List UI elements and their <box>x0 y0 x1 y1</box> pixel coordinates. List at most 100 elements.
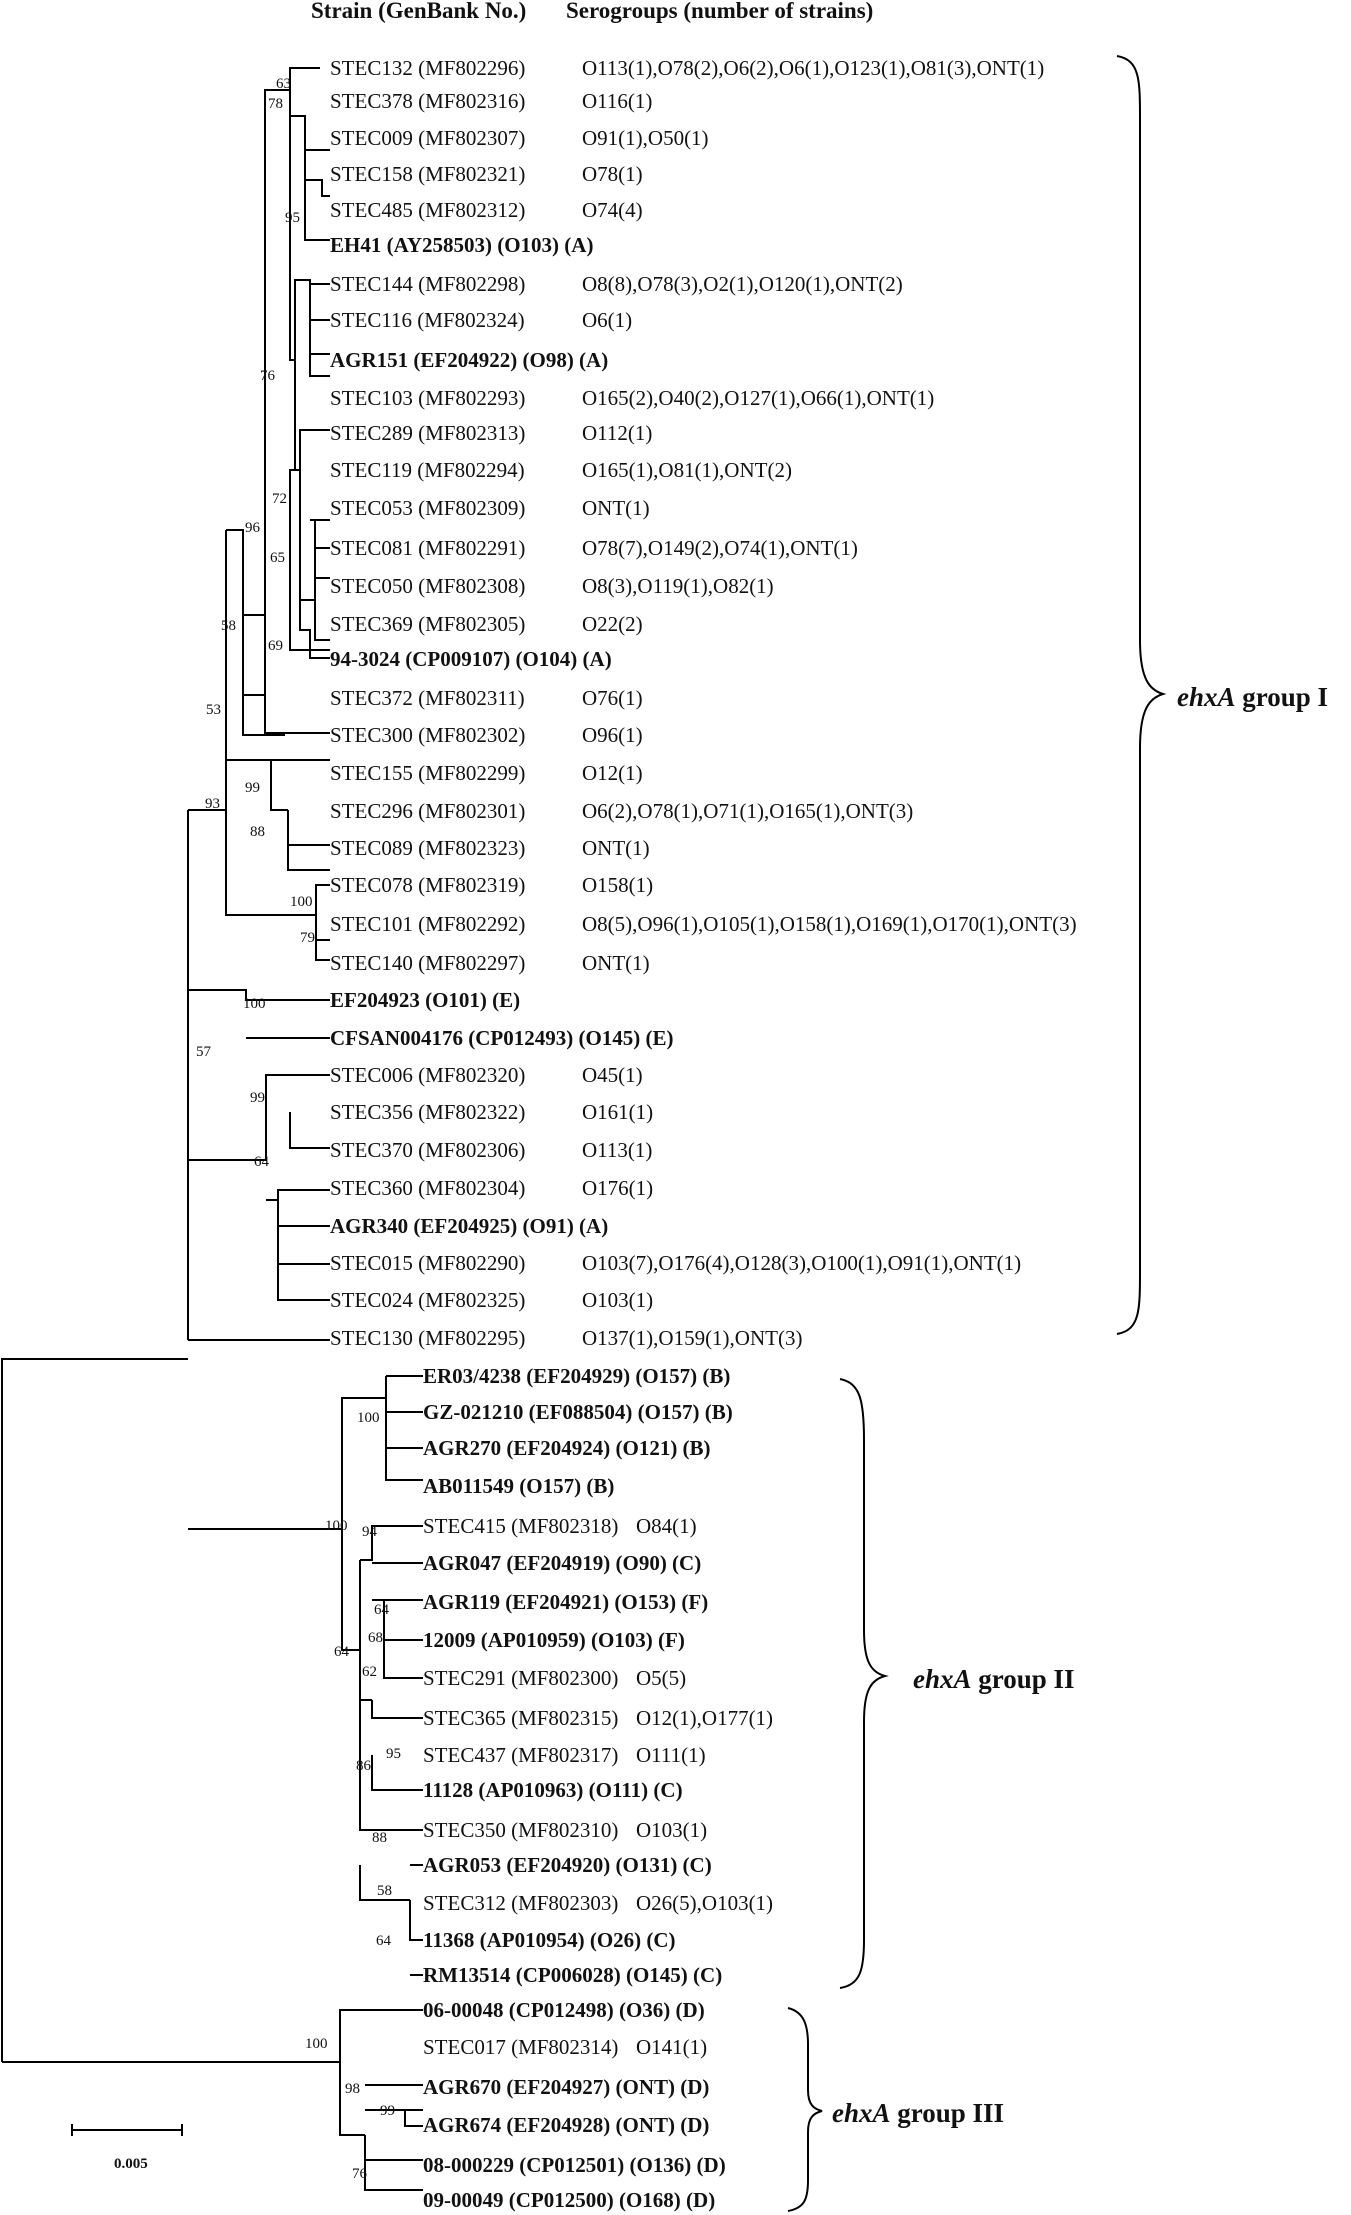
bootstrap-values: 6378957672966569585399938810079100579964… <box>196 76 401 2182</box>
leaf-labels: STEC132 (MF802296) O113(1),O78(2),O6(2),O… <box>330 56 1077 2212</box>
leaf-strain: STEC081 (MF802291) <box>330 536 525 560</box>
leaf-strain: EF204923 (O101) (E) <box>330 988 520 1012</box>
leaf-strain: STEC415 (MF802318) <box>423 1514 618 1538</box>
leaf-strain: STEC132 (MF802296) <box>330 56 525 80</box>
leaf-strain: AGR053 (EF204920) (O131) (C) <box>423 1853 712 1877</box>
leaf-serogroups: O176(1) <box>582 1176 653 1200</box>
leaf-serogroups: O111(1) <box>636 1743 706 1767</box>
bootstrap-value: 99 <box>380 2103 395 2119</box>
leaf-strain: STEC101 (MF802292) <box>330 912 525 936</box>
bootstrap-value: 58 <box>221 618 236 634</box>
bootstrap-value: 99 <box>245 780 260 796</box>
leaf-serogroups: O76(1) <box>582 686 643 710</box>
bootstrap-value: 64 <box>254 1154 270 1170</box>
bootstrap-value: 63 <box>276 76 291 92</box>
leaf-strain: STEC009 (MF802307) <box>330 126 525 150</box>
bootstrap-value: 93 <box>205 796 220 812</box>
leaf-serogroups: O8(5),O96(1),O105(1),O158(1),O169(1),O17… <box>582 912 1077 936</box>
leaf-serogroups: O116(1) <box>582 89 652 113</box>
leaf-serogroups: O165(2),O40(2),O127(1),O66(1),ONT(1) <box>582 386 934 410</box>
bootstrap-value: 100 <box>290 894 313 910</box>
bootstrap-value: 53 <box>206 702 221 718</box>
scale-label: 0.005 <box>114 2156 148 2172</box>
leaf-serogroups: O78(1) <box>582 162 643 186</box>
leaf-serogroups: O8(8),O78(3),O2(1),O120(1),ONT(2) <box>582 272 903 296</box>
leaf-serogroups: O45(1) <box>582 1063 643 1087</box>
group-i-brace <box>1116 55 1167 1335</box>
group-ii-brace <box>839 1378 889 1989</box>
leaf-strain: STEC144 (MF802298) <box>330 272 525 296</box>
leaf-serogroups: O8(3),O119(1),O82(1) <box>582 574 774 598</box>
leaf-strain: STEC356 (MF802322) <box>330 1100 525 1124</box>
leaf-strain: STEC300 (MF802302) <box>330 723 525 747</box>
leaf-strain: STEC369 (MF802305) <box>330 612 525 636</box>
leaf-serogroups: O103(7),O176(4),O128(3),O100(1),O91(1),O… <box>582 1251 1021 1275</box>
leaf-serogroups: O26(5),O103(1) <box>636 1891 773 1915</box>
leaf-serogroups: O113(1),O78(2),O6(2),O6(1),O123(1),O81(3… <box>582 56 1044 80</box>
leaf-serogroups: O78(7),O149(2),O74(1),ONT(1) <box>582 536 858 560</box>
leaf-strain: STEC015 (MF802290) <box>330 1251 525 1275</box>
leaf-strain: GZ-021210 (EF088504) (O157) (B) <box>423 1400 733 1424</box>
leaf-strain: STEC350 (MF802310) <box>423 1818 618 1842</box>
leaf-strain: STEC017 (MF802314) <box>423 2035 618 2059</box>
leaf-serogroups: O12(1),O177(1) <box>636 1706 773 1730</box>
leaf-strain: STEC365 (MF802315) <box>423 1706 618 1730</box>
bootstrap-value: 76 <box>260 368 276 384</box>
leaf-strain: STEC053 (MF802309) <box>330 496 525 520</box>
leaf-strain: STEC312 (MF802303) <box>423 1891 618 1915</box>
bootstrap-value: 78 <box>268 96 283 112</box>
leaf-strain: STEC006 (MF802320) <box>330 1063 525 1087</box>
group-iii-brace <box>787 2007 823 2212</box>
leaf-serogroups: ONT(1) <box>582 496 650 520</box>
scale-bar <box>71 2124 183 2136</box>
leaf-strain: 94-3024 (CP009107) (O104) (A) <box>330 647 612 671</box>
leaf-strain: STEC155 (MF802299) <box>330 761 525 785</box>
leaf-strain: STEC291 (MF802300) <box>423 1666 618 1690</box>
leaf-strain: STEC119 (MF802294) <box>330 458 525 482</box>
leaf-serogroups: O74(4) <box>582 198 643 222</box>
header-strain: Strain (GenBank No.) <box>311 0 526 23</box>
bootstrap-value: 58 <box>377 1883 392 1899</box>
bootstrap-value: 98 <box>345 2081 360 2097</box>
leaf-strain: AGR119 (EF204921) (O153) (F) <box>423 1590 708 1614</box>
leaf-serogroups: O161(1) <box>582 1100 653 1124</box>
leaf-serogroups: ONT(1) <box>582 951 650 975</box>
bootstrap-value: 88 <box>372 1830 387 1846</box>
bootstrap-value: 100 <box>243 996 266 1012</box>
bootstrap-value: 72 <box>272 491 287 507</box>
leaf-serogroups: O5(5) <box>636 1666 686 1690</box>
leaf-strain: AB011549 (O157) (B) <box>423 1474 614 1498</box>
bootstrap-value: 76 <box>352 2166 368 2182</box>
leaf-serogroups: O91(1),O50(1) <box>582 126 709 150</box>
leaf-serogroups: O84(1) <box>636 1514 697 1538</box>
leaf-strain: EH41 (AY258503) (O103) (A) <box>330 233 593 257</box>
group-iii-label: ehxA group III <box>832 2098 1004 2128</box>
leaf-strain: 06-00048 (CP012498) (O36) (D) <box>423 1998 705 2022</box>
leaf-strain: 08-000229 (CP012501) (O136) (D) <box>423 2153 726 2177</box>
leaf-serogroups: ONT(1) <box>582 836 650 860</box>
leaf-strain: RM13514 (CP006028) (O145) (C) <box>423 1963 722 1987</box>
leaf-serogroups: O12(1) <box>582 761 643 785</box>
leaf-strain: STEC140 (MF802297) <box>330 951 525 975</box>
tree-branches <box>1 67 423 2191</box>
bootstrap-value: 64 <box>376 1933 392 1949</box>
leaf-strain: 11128 (AP010963) (O111) (C) <box>423 1778 683 1802</box>
bootstrap-value: 69 <box>268 638 283 654</box>
bootstrap-value: 95 <box>285 210 300 226</box>
bootstrap-value: 79 <box>300 930 315 946</box>
leaf-serogroups: O112(1) <box>582 421 652 445</box>
leaf-strain: STEC078 (MF802319) <box>330 873 525 897</box>
leaf-strain: STEC050 (MF802308) <box>330 574 525 598</box>
bootstrap-value: 99 <box>250 1090 265 1106</box>
leaf-strain: STEC116 (MF802324) <box>330 308 525 332</box>
leaf-serogroups: O158(1) <box>582 873 653 897</box>
bootstrap-value: 96 <box>245 520 261 536</box>
leaf-strain: 09-00049 (CP012500) (O168) (D) <box>423 2188 715 2212</box>
leaf-strain: STEC437 (MF802317) <box>423 1743 618 1767</box>
group-i-label: ehxA group I <box>1177 682 1328 712</box>
leaf-strain: 12009 (AP010959) (O103) (F) <box>423 1628 685 1652</box>
leaf-serogroups: O113(1) <box>582 1138 652 1162</box>
leaf-strain: STEC378 (MF802316) <box>330 89 525 113</box>
leaf-serogroups: O141(1) <box>636 2035 707 2059</box>
